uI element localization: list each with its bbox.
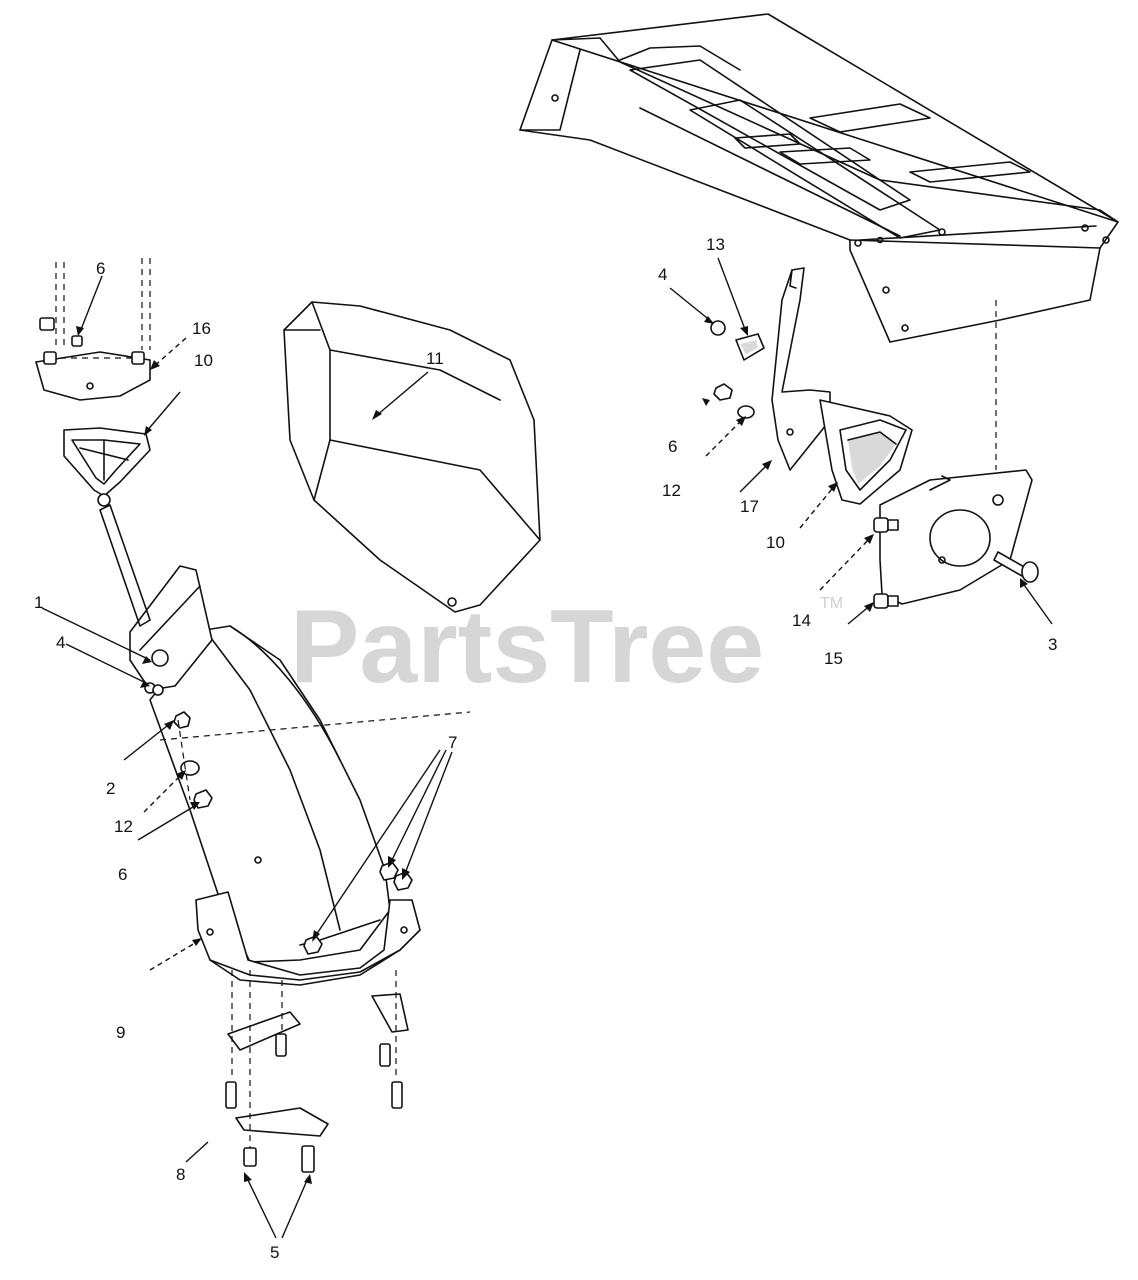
- watermark-text: PartsTree: [290, 589, 764, 705]
- callout-9: 9: [116, 1023, 125, 1042]
- chute-bracket: [771, 267, 831, 471]
- watermark: PartsTree TM: [290, 589, 843, 705]
- top-plate-16: [35, 351, 151, 401]
- callout-12-right: 12: [662, 481, 681, 500]
- leaders: [41, 257, 1053, 1239]
- top-rods: [39, 258, 151, 365]
- callout-labels: 1 4 2 12 6 9 8 5 7 6 16 10 11 13 4 6 12 …: [34, 235, 1057, 1262]
- washer-12-left: [180, 760, 200, 776]
- callout-6-right: 6: [668, 437, 677, 456]
- callout-4-right: 4: [658, 265, 667, 284]
- nut-6-right: [713, 383, 733, 401]
- callout-6-left: 6: [118, 865, 127, 884]
- nut-4-left: [152, 684, 164, 696]
- callout-15: 15: [824, 649, 843, 668]
- callout-11: 11: [426, 349, 444, 368]
- callout-7: 7: [448, 733, 457, 752]
- stud-14: [873, 517, 899, 533]
- frame-panel: [519, 13, 1119, 343]
- rotator-bracket-left: [63, 427, 151, 507]
- callout-2: 2: [106, 779, 115, 798]
- callout-5: 5: [270, 1243, 279, 1262]
- keeper-2: [235, 1107, 329, 1137]
- callout-12-left: 12: [114, 817, 133, 836]
- callout-16: 16: [192, 319, 211, 338]
- rotator-bracket-right: [819, 399, 913, 505]
- callout-17: 17: [740, 497, 759, 516]
- callout-13: 13: [706, 235, 725, 254]
- shoulder-bolt: [993, 551, 1039, 583]
- pivot-plate: [879, 469, 1033, 605]
- callout-10-left: 10: [194, 351, 213, 370]
- bolts-5: [225, 1081, 403, 1173]
- watermark-trademark: TM: [820, 595, 843, 612]
- chute-rotator-handle: [99, 504, 213, 694]
- callout-10-right: 10: [766, 533, 785, 552]
- callout-4-left: 4: [56, 633, 65, 652]
- washer-12-right: [737, 405, 755, 419]
- clip-13: [735, 333, 765, 361]
- keeper-3: [371, 993, 409, 1067]
- stud-15: [873, 593, 899, 609]
- nut-4-right: [710, 320, 726, 336]
- callout-1: 1: [34, 593, 43, 612]
- chute-deflector: [283, 301, 541, 613]
- callout-14: 14: [792, 611, 811, 630]
- keeper-1: [227, 1011, 301, 1057]
- callout-8: 8: [176, 1165, 185, 1184]
- callout-6-top: 6: [96, 259, 105, 278]
- callout-3: 3: [1048, 635, 1057, 654]
